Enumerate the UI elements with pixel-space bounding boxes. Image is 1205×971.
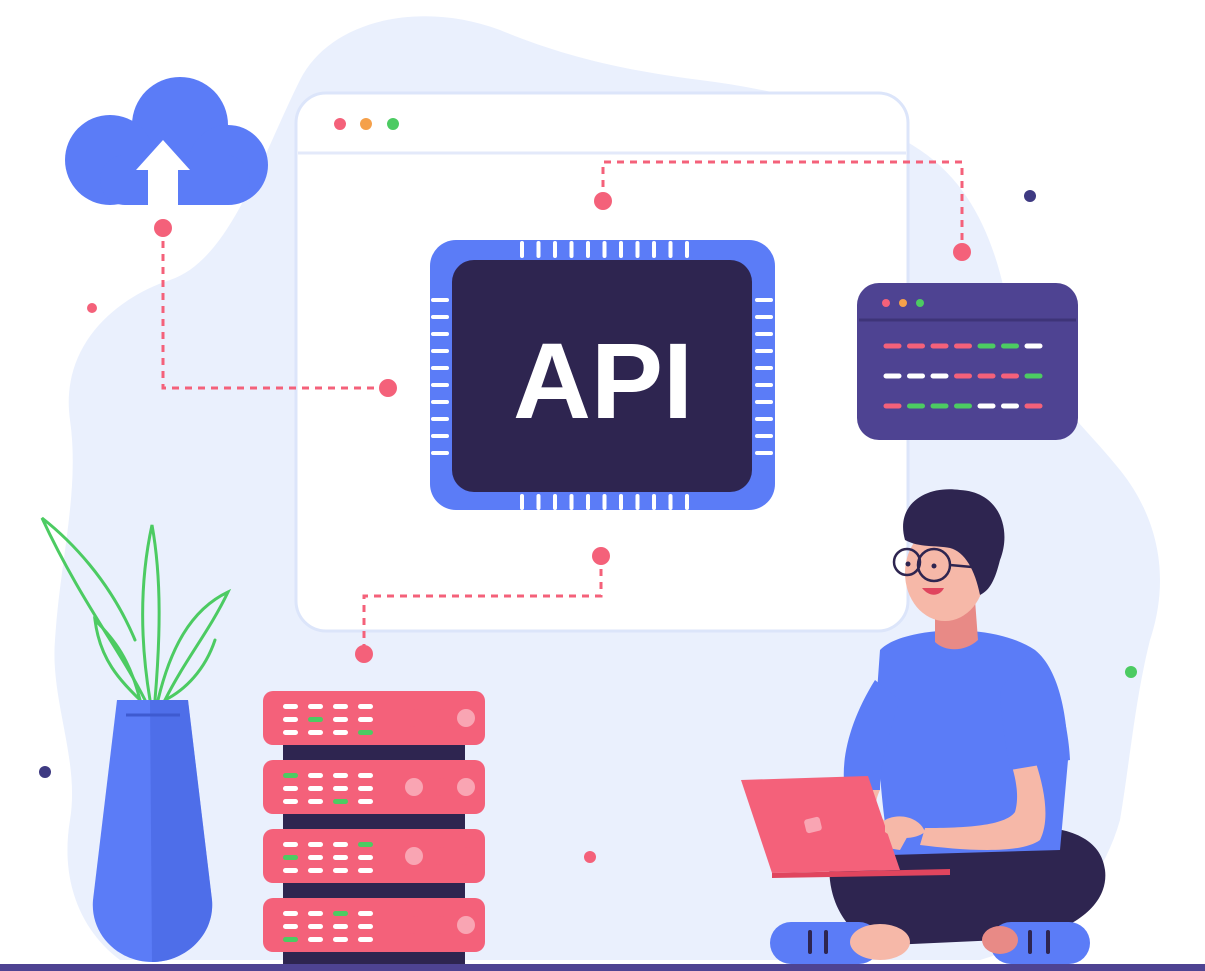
server-led <box>431 847 449 865</box>
server-led <box>457 709 475 727</box>
server-indicator-bar <box>358 842 373 847</box>
server-indicator-bar <box>333 730 348 735</box>
server-indicator-bar <box>283 773 298 778</box>
api-chip-icon: API <box>430 240 775 510</box>
server-indicator-bar <box>333 855 348 860</box>
server-indicator-bar <box>283 730 298 735</box>
ground-line <box>0 964 1205 971</box>
server-led <box>457 778 475 796</box>
server-indicator-bar <box>358 773 373 778</box>
server-indicator-bar <box>308 773 323 778</box>
server-indicator-bar <box>283 704 298 709</box>
server-indicator-bar <box>333 799 348 804</box>
server-led <box>457 847 475 865</box>
deco-dot <box>1024 190 1036 202</box>
server-indicator-bar <box>333 773 348 778</box>
server-indicator-bar <box>283 911 298 916</box>
server-indicator-bar <box>358 717 373 722</box>
server-indicator-bar <box>358 855 373 860</box>
server-unit <box>263 691 485 745</box>
server-rack-icon <box>263 691 485 968</box>
server-indicator-bar <box>333 786 348 791</box>
server-indicator-bar <box>283 855 298 860</box>
shoe-left <box>770 922 880 964</box>
server-indicator-bar <box>333 868 348 873</box>
server-led <box>431 916 449 934</box>
server-indicator-bar <box>333 842 348 847</box>
connector-lines <box>161 160 964 654</box>
server-indicator-bar <box>308 730 323 735</box>
server-indicator-bar <box>358 730 373 735</box>
server-indicator-bar <box>333 937 348 942</box>
server-indicator-bar <box>333 704 348 709</box>
server-indicator-bar <box>333 911 348 916</box>
server-indicator-bar <box>308 717 323 722</box>
server-indicator-bar <box>283 924 298 929</box>
server-indicator-bar <box>358 868 373 873</box>
server-unit <box>263 898 485 952</box>
server-unit <box>263 829 485 883</box>
laptop-icon <box>741 776 950 878</box>
server-led <box>405 916 423 934</box>
server-led <box>405 847 423 865</box>
server-indicator-bar <box>308 842 323 847</box>
server-indicator-bar <box>308 937 323 942</box>
plant-vase-icon <box>40 516 232 962</box>
server-indicator-bar <box>358 937 373 942</box>
cloud-upload-icon <box>65 77 268 205</box>
window-dot-orange <box>360 118 372 130</box>
server-indicator-bar <box>308 924 323 929</box>
window-dot-red <box>334 118 346 130</box>
server-indicator-bar <box>283 799 298 804</box>
server-indicator-bar <box>308 868 323 873</box>
server-indicator-bar <box>358 799 373 804</box>
server-indicator-bar <box>308 855 323 860</box>
server-indicator-bar <box>333 717 348 722</box>
server-led <box>431 709 449 727</box>
window-dot-green <box>387 118 399 130</box>
server-led <box>405 778 423 796</box>
server-indicator-bar <box>308 799 323 804</box>
server-indicator-bar <box>333 924 348 929</box>
server-indicator-bar <box>358 786 373 791</box>
server-indicator-bar <box>283 868 298 873</box>
server-indicator-bar <box>308 911 323 916</box>
server-led <box>457 916 475 934</box>
server-indicator-bar <box>283 937 298 942</box>
server-indicator-bar <box>308 786 323 791</box>
server-indicator-bar <box>283 786 298 791</box>
connector-nodes <box>154 192 971 663</box>
server-led <box>405 709 423 727</box>
deco-dot <box>584 851 596 863</box>
deco-dot <box>87 303 97 313</box>
code-terminal-icon <box>857 283 1078 440</box>
server-indicator-bar <box>358 911 373 916</box>
server-unit <box>263 760 485 814</box>
server-indicator-bar <box>358 704 373 709</box>
deco-dot <box>39 766 51 778</box>
server-led <box>431 778 449 796</box>
server-indicator-bar <box>283 717 298 722</box>
deco-dot <box>1125 666 1137 678</box>
server-indicator-bar <box>283 842 298 847</box>
api-chip-label: API <box>513 320 693 441</box>
server-indicator-bar <box>358 924 373 929</box>
server-indicator-bar <box>308 704 323 709</box>
